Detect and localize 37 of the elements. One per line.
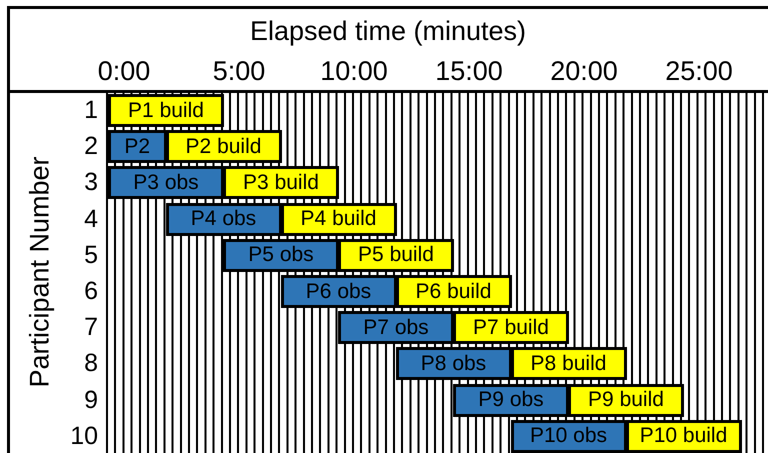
observation-bar: P5 obs — [223, 238, 339, 272]
axis-title: Elapsed time (minutes) — [248, 16, 528, 47]
row-label: 3 — [83, 167, 98, 198]
observation-bar: P6 obs — [280, 275, 396, 308]
row-label: 1 — [83, 95, 98, 125]
build-bar: P10 build — [626, 420, 742, 453]
tick-label: 0:00 — [96, 56, 152, 87]
row-label: 4 — [83, 204, 98, 234]
row-label: 6 — [83, 276, 98, 306]
tick-label: 25:00 — [664, 56, 734, 87]
observation-bar: P4 obs — [166, 202, 282, 236]
row-label: 5 — [83, 240, 98, 270]
tick-label: 5:00 — [212, 56, 266, 87]
row-label: 2 — [83, 131, 98, 162]
tick-label: 15:00 — [434, 56, 504, 87]
observation-bar: P7 obs — [338, 311, 454, 344]
build-bar: P6 build — [396, 275, 512, 308]
observation-bar: P2 — [108, 130, 166, 164]
tick-label: 10:00 — [319, 56, 389, 87]
build-bar: P2 build — [166, 130, 282, 164]
build-bar: P1 build — [108, 94, 224, 127]
row-label: 8 — [83, 348, 98, 378]
observation-bar: P8 obs — [396, 347, 512, 380]
observation-bar: P3 obs — [108, 166, 224, 200]
build-bar: P3 build — [223, 166, 339, 200]
row-label: 9 — [83, 384, 98, 415]
row-label: 7 — [83, 312, 98, 342]
row-label: 10 — [69, 420, 98, 451]
build-bar: P5 build — [338, 238, 454, 272]
observation-bar: P10 obs — [510, 420, 626, 453]
build-bar: P8 build — [510, 347, 626, 380]
observation-bar: P9 obs — [453, 384, 569, 417]
axis-title: Participant Number — [24, 156, 56, 388]
build-bar: P9 build — [568, 384, 684, 417]
tick-label: 20:00 — [549, 56, 619, 87]
build-bar: P7 build — [453, 311, 569, 344]
build-bar: P4 build — [280, 202, 396, 236]
